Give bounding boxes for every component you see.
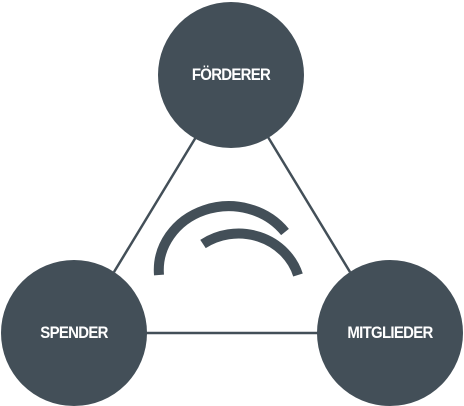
node-label-foerderer: FÖRDERER <box>191 65 271 84</box>
node-circle-spender <box>1 260 147 406</box>
node-circle-foerderer <box>158 2 304 148</box>
connector-top-right <box>266 136 352 273</box>
bridge-arc-icon <box>153 201 303 277</box>
node-circle-mitglieder <box>317 260 463 406</box>
node-label-mitglieder: MITGLIEDER <box>347 323 433 342</box>
connector-top-left <box>112 136 198 273</box>
node-label-spender: SPENDER <box>40 323 108 342</box>
